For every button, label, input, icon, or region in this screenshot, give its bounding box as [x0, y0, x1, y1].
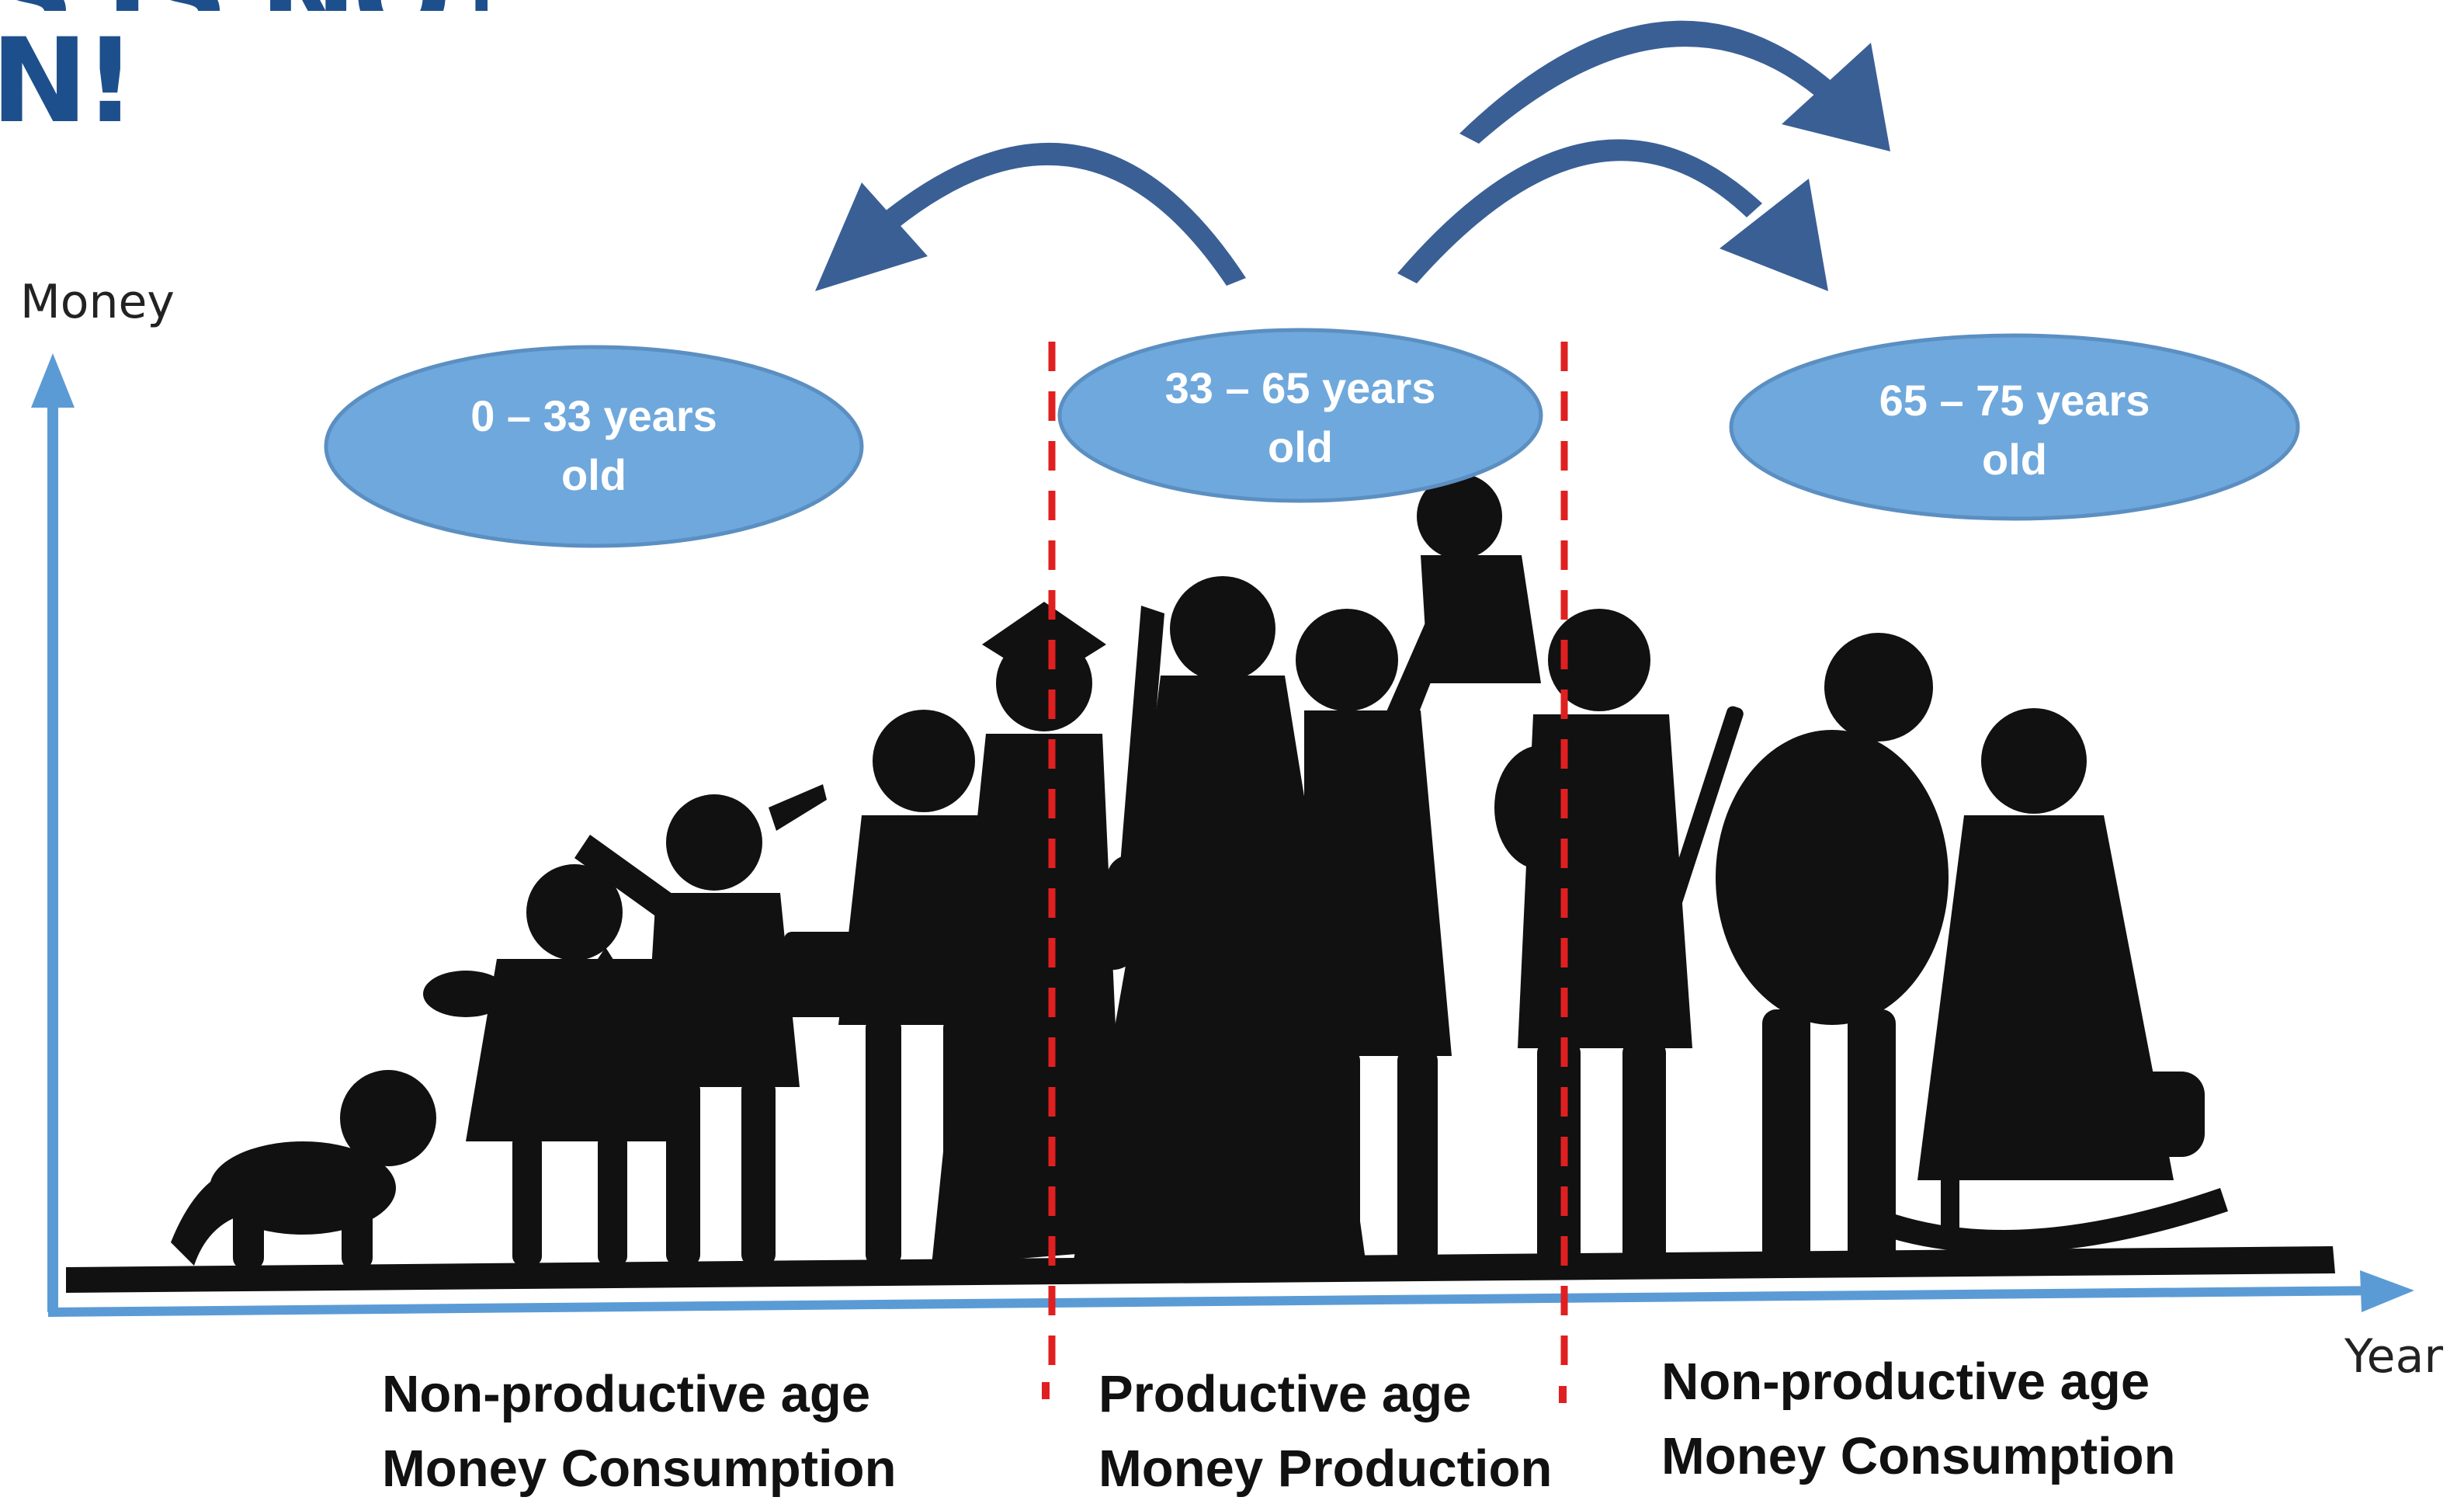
age-range-3: 65 – 75 years old: [1851, 371, 2178, 489]
stage-caption-2-line-2: Money Production: [1098, 1440, 1553, 1498]
curved-arrow-icon: [1397, 139, 1828, 291]
age-range-1-years: 0 – 33 years: [470, 391, 717, 440]
y-axis-label: Money: [20, 275, 175, 329]
girl-silhouette-icon: [423, 864, 683, 1266]
age-range-2: 33 – 65 years old: [1145, 359, 1456, 477]
stage-caption-1: Non-productive age Money Consumption: [382, 1357, 897, 1506]
axes: [31, 353, 2414, 1317]
baby-silhouette-icon: [171, 1070, 436, 1270]
boy-silhouette-icon: [574, 784, 827, 1266]
y-axis-arrowhead: [31, 353, 75, 408]
age-bubble-2: [1057, 328, 1543, 503]
divider-tick-left: [1042, 1382, 1050, 1399]
age-range-2-unit: old: [1268, 422, 1333, 471]
age-bubble-3: [1729, 333, 2300, 521]
x-axis-label: Year: [2344, 1329, 2444, 1384]
curved-arrow-icon: [1459, 20, 1890, 151]
stage-dividers: [1042, 342, 1568, 1403]
bride-silhouette-icon: [1071, 576, 1366, 1273]
headline-line-2: N!: [0, 23, 137, 140]
stage-caption-3-line-2: Money Consumption: [1661, 1427, 2176, 1485]
age-range-2-years: 33 – 65 years: [1164, 363, 1436, 412]
age-range-3-years: 65 – 75 years: [1879, 376, 2150, 425]
stage-caption-2-line-1: Productive age: [1098, 1365, 1472, 1423]
stage-caption-3: Non-productive age Money Consumption: [1661, 1345, 2176, 1494]
age-range-1: 0 – 33 years old: [439, 387, 749, 505]
stage-caption-3-line-1: Non-productive age: [1661, 1353, 2150, 1411]
stage-caption-1-line-1: Non-productive age: [382, 1365, 871, 1423]
silhouette-group: [171, 474, 2228, 1273]
x-axis: [47, 1286, 2384, 1317]
age-bubbles: [324, 328, 2300, 548]
stage-caption-2: Productive age Money Production: [1098, 1357, 1552, 1506]
age-range-1-unit: old: [561, 450, 626, 499]
age-range-3-unit: old: [1982, 435, 2047, 484]
elderly-man-silhouette-icon: [1716, 633, 1949, 1266]
curved-arrow-icon: [815, 142, 1246, 291]
adult-silhouette-icon: [1494, 609, 1744, 1266]
x-axis-arrowhead: [2360, 1270, 2414, 1312]
transfer-arrows: [815, 20, 1890, 291]
age-bubble-1: [324, 345, 864, 548]
elderly-woman-silhouette-icon: [1879, 708, 2228, 1253]
parent-silhouette-icon: [1296, 474, 1541, 1266]
stage-caption-1-line-2: Money Consumption: [382, 1440, 897, 1498]
divider-tick-right: [1559, 1386, 1567, 1403]
headline-line-1: S IS NOT: [0, 0, 488, 11]
